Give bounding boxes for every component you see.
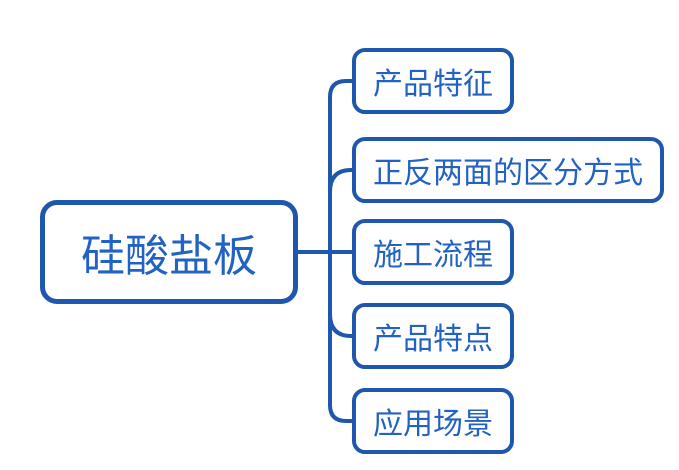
child-node-product-characteristics[interactable]: 产品特点 [352, 303, 514, 369]
child-node-label: 应用场景 [373, 407, 493, 442]
child-node-product-features[interactable]: 产品特征 [352, 48, 514, 114]
child-node-label: 施工流程 [373, 238, 493, 273]
child-node-label: 产品特点 [373, 322, 493, 357]
child-node-front-back-distinction[interactable]: 正反两面的区分方式 [352, 137, 664, 203]
connector-trunk-top-branch-1 [328, 79, 356, 252]
child-node-application-scenarios[interactable]: 应用场景 [352, 388, 514, 454]
child-node-construction-process[interactable]: 施工流程 [352, 219, 514, 285]
root-node[interactable]: 硅酸盐板 [40, 200, 298, 304]
child-node-label: 产品特征 [373, 67, 493, 102]
connector-trunk-bottom-branch-5 [328, 252, 356, 423]
connector-branch-2 [328, 168, 356, 193]
child-node-label: 正反两面的区分方式 [373, 156, 643, 191]
root-node-label: 硅酸盐板 [81, 231, 257, 282]
